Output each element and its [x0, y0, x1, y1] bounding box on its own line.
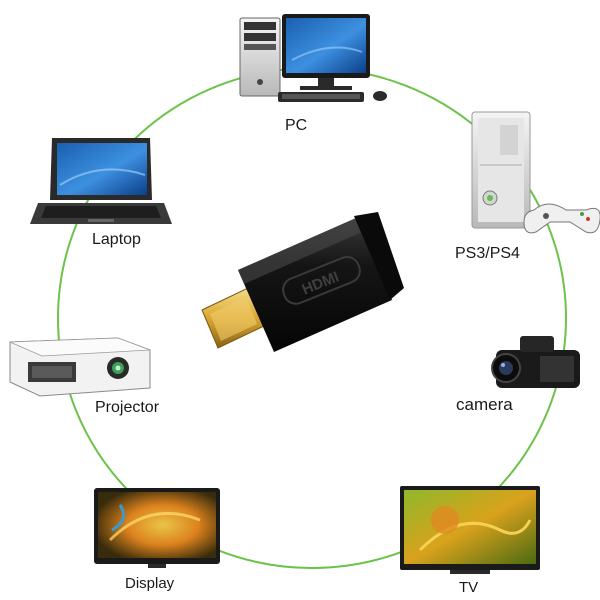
- game-console-image: [471, 111, 600, 234]
- laptop-label: Laptop: [92, 231, 141, 248]
- tv-label: TV: [459, 579, 479, 596]
- pc-image: [238, 14, 408, 124]
- camera-label: camera: [456, 395, 513, 414]
- camcorder-image: [491, 336, 580, 388]
- display-label: Display: [125, 575, 175, 592]
- pc-label: PC: [285, 117, 308, 134]
- laptop-image: [30, 138, 172, 224]
- hdmi-adapter-image: [201, 212, 404, 352]
- projector-label: Projector: [95, 399, 160, 416]
- hdmi-logo-plate: [282, 255, 361, 305]
- display-monitor-image: [94, 488, 220, 568]
- game-console-label: PS3/PS4: [455, 245, 520, 262]
- projector-image: [9, 337, 151, 397]
- tv-image: [400, 486, 540, 574]
